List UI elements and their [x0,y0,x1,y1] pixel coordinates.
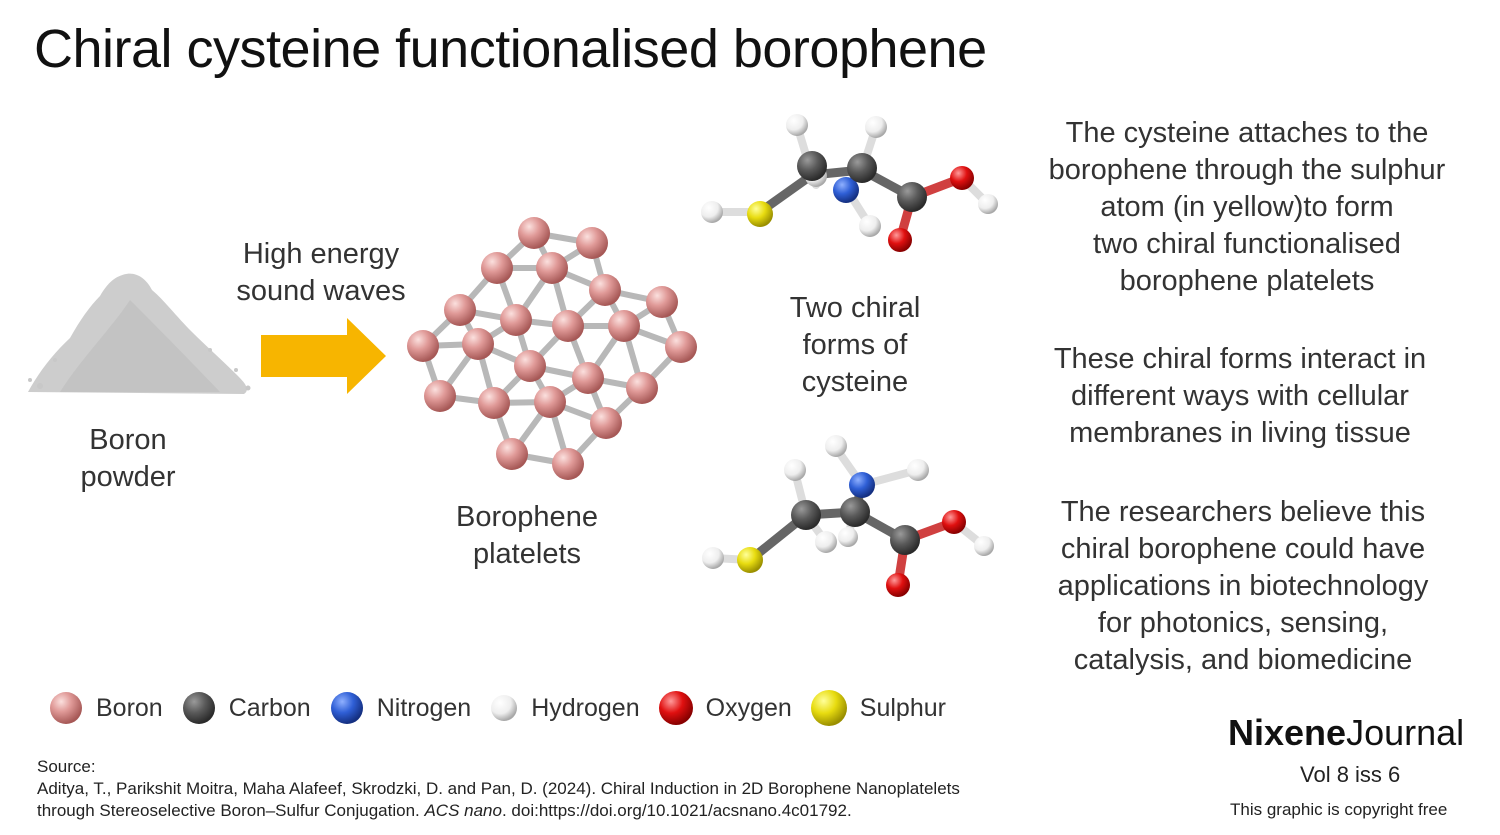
boron-powder-label: Boron powder [40,422,216,496]
source-doi: . doi:https://doi.org/10.1021/acsnano.4c… [501,801,852,820]
boron-atom [424,380,456,412]
sound-waves-label-line1: High energy [242,238,400,270]
legend-label: Boron [96,693,163,722]
atom-legend: Boron Carbon Nitrogen Hydrogen Oxygen Su… [48,688,964,728]
borophene-lattice [407,217,697,480]
paragraph-line: catalysis, and biomedicine [1073,644,1413,676]
source-line: through Stereoselective Boron–Sulfur Con… [37,800,960,822]
sulphur-atom-icon [810,690,847,726]
source-journal: ACS nano [424,801,502,820]
paragraph-line: borophene platelets [1119,265,1375,297]
legend-label: Hydrogen [531,693,640,722]
brand-name-regular: Journal [1346,712,1465,753]
legend-label: Sulphur [859,693,946,722]
sound-waves-label-line2: sound waves [236,275,406,307]
boron-atom [590,407,622,439]
brand-logo: NixeneJournal [1228,712,1464,754]
carbon-atom-icon [182,692,215,724]
boron-atom [481,252,513,284]
legend-item-nitrogen: Nitrogen [329,690,472,726]
paragraph-line: membranes in living tissue [1069,417,1411,449]
source-line: Aditya, T., Parikshit Moitra, Maha Alafe… [37,779,960,798]
source-text: through Stereoselective Boron–Sulfur Con… [37,801,425,820]
oxygen-atom-icon [658,691,693,725]
legend-item-hydrogen: Hydrogen [489,693,640,723]
boron-atom [534,386,566,418]
copyright-notice: This graphic is copyright free [1230,800,1448,819]
cysteine-molecule-bottom [702,435,994,597]
paragraph-line: These chiral forms interact in [1053,343,1427,375]
legend-item-sulphur: Sulphur [810,689,946,727]
paragraph-line: atom (in yellow)to form [1100,191,1394,223]
borophene-platelets-label-line2: platelets [472,538,581,570]
paragraph-line: chiral borophene could have [1060,533,1426,565]
brand-name-bold: Nixene [1228,712,1347,753]
boron-atom [514,350,546,382]
boron-atom [665,331,697,363]
paragraph-line: The researchers believe this [1060,496,1426,528]
boron-atom [608,310,640,342]
paragraph-line: different ways with cellular [1071,380,1409,412]
borophene-platelets-label: Borophene platelets [427,499,627,573]
boron-atom [552,448,584,480]
boron-atom [518,217,550,249]
page-title: Chiral cysteine functionalised borophene [34,19,987,79]
cysteine-molecule-top [701,114,998,252]
legend-label: Nitrogen [376,693,472,722]
boron-atom [496,438,528,470]
legend-label: Oxygen [705,693,792,722]
boron-atom [576,227,608,259]
paragraph-line: The cysteine attaches to the [1065,117,1429,149]
legend-item-carbon: Carbon [181,690,311,726]
boron-atom [407,330,439,362]
legend-item-boron: Boron [48,690,163,726]
boron-atom [626,372,658,404]
chiral-forms-label: Two chiral forms of cysteine [760,290,950,401]
boron-atom [589,274,621,306]
boron-atom [536,252,568,284]
source-heading: Source: [37,757,96,776]
boron-atom [462,328,494,360]
boron-atom [478,387,510,419]
source-citation: Source: Aditya, T., Parikshit Moitra, Ma… [37,756,960,822]
boron-atom [444,294,476,326]
boron-atom [500,304,532,336]
legend-label: Carbon [228,693,311,722]
chiral-forms-label-line3: cysteine [801,366,909,398]
paragraph-line: applications in biotechnology [1057,570,1429,602]
paragraph-line: for photonics, sensing, [1097,607,1389,639]
hydrogen-atom-icon [491,695,518,721]
boron-atom [552,310,584,342]
nitrogen-atom-icon [330,692,363,724]
paragraph-interaction: These chiral forms interact in different… [1010,341,1470,452]
chiral-forms-label-line1: Two chiral [789,292,921,324]
process-arrow [261,318,386,394]
legend-item-oxygen: Oxygen [658,690,792,726]
chiral-forms-label-line2: forms of [802,329,908,361]
sound-waves-label: High energy sound waves [214,236,428,310]
paragraph-line: two chiral functionalised [1093,228,1401,260]
borophene-platelets-label-line1: Borophene [456,501,598,533]
boron-powder-label-line2: powder [80,461,176,493]
boron-atom [572,362,604,394]
boron-powder-label-line1: Boron [89,424,167,456]
paragraph-line: borophene through the sulphur [1048,154,1446,186]
paragraph-attachment: The cysteine attaches to the borophene t… [1010,115,1484,300]
boron-atom [646,286,678,318]
paragraph-applications: The researchers believe this chiral boro… [1010,494,1476,679]
volume-issue: Vol 8 iss 6 [1300,762,1401,787]
boron-powder-illustration [28,273,251,394]
boron-atom-icon [50,692,82,724]
